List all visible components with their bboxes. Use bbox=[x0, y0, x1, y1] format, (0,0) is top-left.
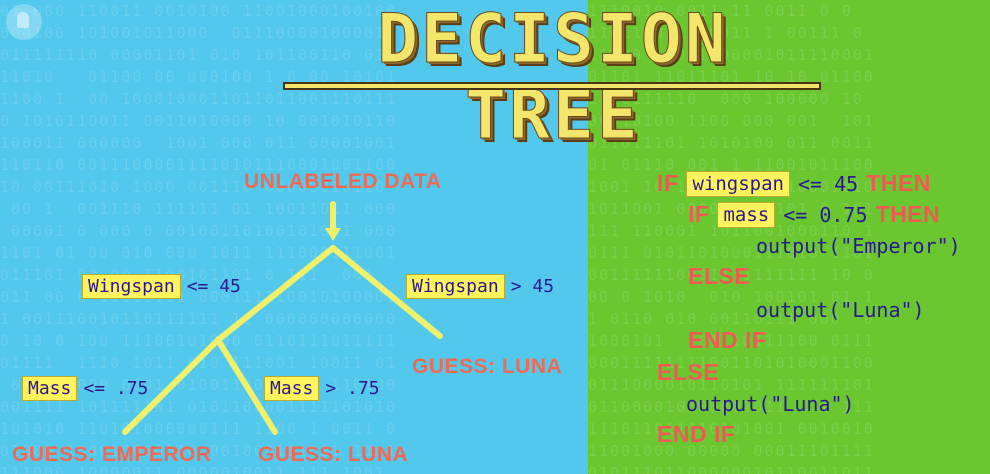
code-operator: <= 0.75 bbox=[783, 202, 868, 227]
code-line-3: output("Emperor") bbox=[756, 234, 961, 258]
sub-right-condition-operator: > .75 bbox=[325, 378, 380, 399]
left-condition-variable: Wingspan bbox=[82, 274, 181, 299]
sub-left-condition-variable: Mass bbox=[22, 376, 78, 401]
sub-right-leaf: GUESS: LUNA bbox=[258, 443, 409, 466]
code-line-4: ELSE bbox=[688, 263, 751, 289]
keyword-if: IF bbox=[688, 201, 710, 227]
pbs-logo-icon bbox=[6, 4, 42, 40]
sub-left-condition-operator: <= .75 bbox=[83, 378, 149, 399]
root-label: UNLABELED DATA bbox=[244, 170, 442, 193]
code-line-2: IF mass <= 0.75 THEN bbox=[688, 201, 940, 228]
sub-branch-right bbox=[215, 337, 278, 435]
right-condition-operator: > 45 bbox=[510, 276, 555, 297]
root-arrow-head bbox=[325, 228, 341, 241]
keyword-if: IF bbox=[657, 170, 679, 196]
sub-right-condition: Mass > .75 bbox=[264, 376, 380, 401]
keyword-then: THEN bbox=[875, 201, 941, 227]
right-panel: 1110010 0011 11 0011 0 0 110110011000011… bbox=[588, 0, 990, 474]
right-condition: Wingspan > 45 bbox=[406, 274, 554, 299]
right-condition-variable: Wingspan bbox=[406, 274, 505, 299]
code-line-6: END IF bbox=[688, 327, 767, 353]
code-line-9: END IF bbox=[657, 421, 736, 447]
code-line-7: ELSE bbox=[657, 359, 720, 385]
left-condition-operator: <= 45 bbox=[186, 276, 241, 297]
keyword-then: THEN bbox=[866, 170, 931, 196]
right-leaf: GUESS: LUNA bbox=[412, 355, 563, 378]
left-condition: Wingspan <= 45 bbox=[82, 274, 241, 299]
code-variable-wingspan: wingspan bbox=[686, 170, 790, 197]
branch-left bbox=[215, 245, 336, 343]
binary-background: 1110010 0011 11 0011 0 0 110110011000011… bbox=[588, 2, 875, 474]
code-operator: <= 45 bbox=[797, 171, 859, 196]
title-underline bbox=[283, 82, 821, 90]
code-line-8: output("Luna") bbox=[686, 392, 855, 416]
code-variable-mass: mass bbox=[717, 201, 776, 228]
code-line-5: output("Luna") bbox=[756, 298, 925, 322]
code-line-1: IF wingspan <= 45 THEN bbox=[657, 170, 931, 197]
sub-branch-left bbox=[122, 337, 221, 435]
sub-left-condition: Mass <= .75 bbox=[22, 376, 148, 401]
sub-left-leaf: GUESS: EMPEROR bbox=[12, 443, 212, 466]
left-panel: 01 000 110011 0010100 11001000100100 000… bbox=[0, 0, 588, 474]
branch-right bbox=[330, 245, 443, 339]
sub-right-condition-variable: Mass bbox=[264, 376, 320, 401]
